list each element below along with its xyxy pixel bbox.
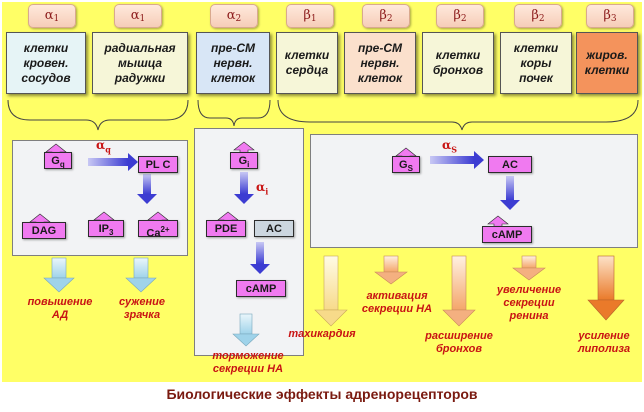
effect-arrow-renin — [512, 255, 546, 281]
molecule-gq: Gq — [44, 152, 72, 169]
effect-bp-increase: повышение АД — [27, 296, 93, 321]
effect-na-inhibition: торможение секреции НА — [212, 350, 284, 375]
molecule-gs: GS — [392, 156, 420, 173]
receptor-tab-beta3: β3 — [586, 4, 634, 28]
arrow-plc-down — [143, 174, 151, 194]
effect-pupil-constriction: сужение зрачка — [119, 296, 165, 321]
molecule-plc: PL C — [138, 156, 178, 173]
arrow-ac-to-camp — [256, 242, 264, 264]
brace-beta — [277, 99, 639, 131]
receptor-tab-alpha1-vessels: α1 — [28, 4, 76, 28]
molecule-gi: Gi — [230, 152, 258, 169]
effect-bronchodilation: расширение бронхов — [425, 330, 493, 355]
label-alpha-q: αq — [96, 138, 111, 155]
arrow-gi-down — [240, 172, 248, 194]
arrow-gq-to-plc — [88, 158, 128, 166]
receptor-tab-beta1: β1 — [286, 4, 334, 28]
label-alpha-i: αi — [256, 180, 269, 197]
label-alpha-s: αS — [442, 138, 458, 155]
tissue-bronchi-cells: клетки бронхов — [422, 32, 494, 94]
effect-arrow-na-activation — [374, 255, 408, 285]
effect-renin-increase: увеличение секреции ренина — [496, 284, 562, 322]
tissue-kidney-cortex: клетки коры почек — [500, 32, 572, 94]
receptor-tab-beta2-bronchi: β2 — [436, 4, 484, 28]
molecule-camp-beta: cAMP — [482, 226, 532, 243]
receptor-tab-beta2-kidney: β2 — [514, 4, 562, 28]
receptor-tab-alpha2: α2 — [210, 4, 258, 28]
effect-tachycardia: тахикардия — [288, 328, 356, 340]
effect-lipolysis-increase: усиление липолиза — [577, 330, 631, 355]
brace-alpha2 — [197, 99, 271, 127]
arrow-ac-to-camp-beta — [506, 176, 514, 200]
molecule-camp-alpha2: cAMP — [236, 280, 286, 297]
effect-arrow-bp — [43, 257, 75, 293]
receptor-tab-beta2-nerve: β2 — [362, 4, 410, 28]
molecule-dag: DAG — [22, 222, 66, 239]
arrow-gs-to-ac — [430, 156, 474, 164]
effect-arrow-na-inhibition — [232, 313, 260, 347]
receptor-tab-alpha1-iris: α1 — [114, 4, 162, 28]
tissue-heart-cells: клетки сердца — [276, 32, 338, 94]
effect-arrow-tachycardia — [314, 255, 348, 327]
molecule-ip3: IP3 — [88, 220, 124, 237]
molecule-ac-beta: AC — [488, 156, 532, 173]
molecule-ca: Ca2+ — [138, 220, 178, 240]
figure-caption: Биологические эффекты адренорецепторов — [166, 386, 478, 402]
effect-na-activation: активация секреции НА — [361, 290, 433, 315]
molecule-pde: PDE — [206, 220, 246, 237]
tissue-presynaptic-nerve-a2: пре-СМ нервн. клеток — [196, 32, 270, 94]
effect-arrow-pupil — [125, 257, 157, 293]
effect-arrow-lipolysis — [587, 255, 625, 321]
effect-arrow-bronchi — [442, 255, 476, 327]
tissue-iris-radial-muscle: радиальная мышца радужки — [92, 32, 188, 94]
molecule-ac-alpha2: AC — [254, 220, 294, 237]
brace-alpha1 — [7, 99, 189, 131]
tissue-blood-vessels: клетки кровен. сосудов — [6, 32, 86, 94]
tissue-presynaptic-nerve-b2: пре-СМ нервн. клеток — [344, 32, 416, 94]
tissue-fat-cells: жиров. клетки — [576, 32, 638, 94]
